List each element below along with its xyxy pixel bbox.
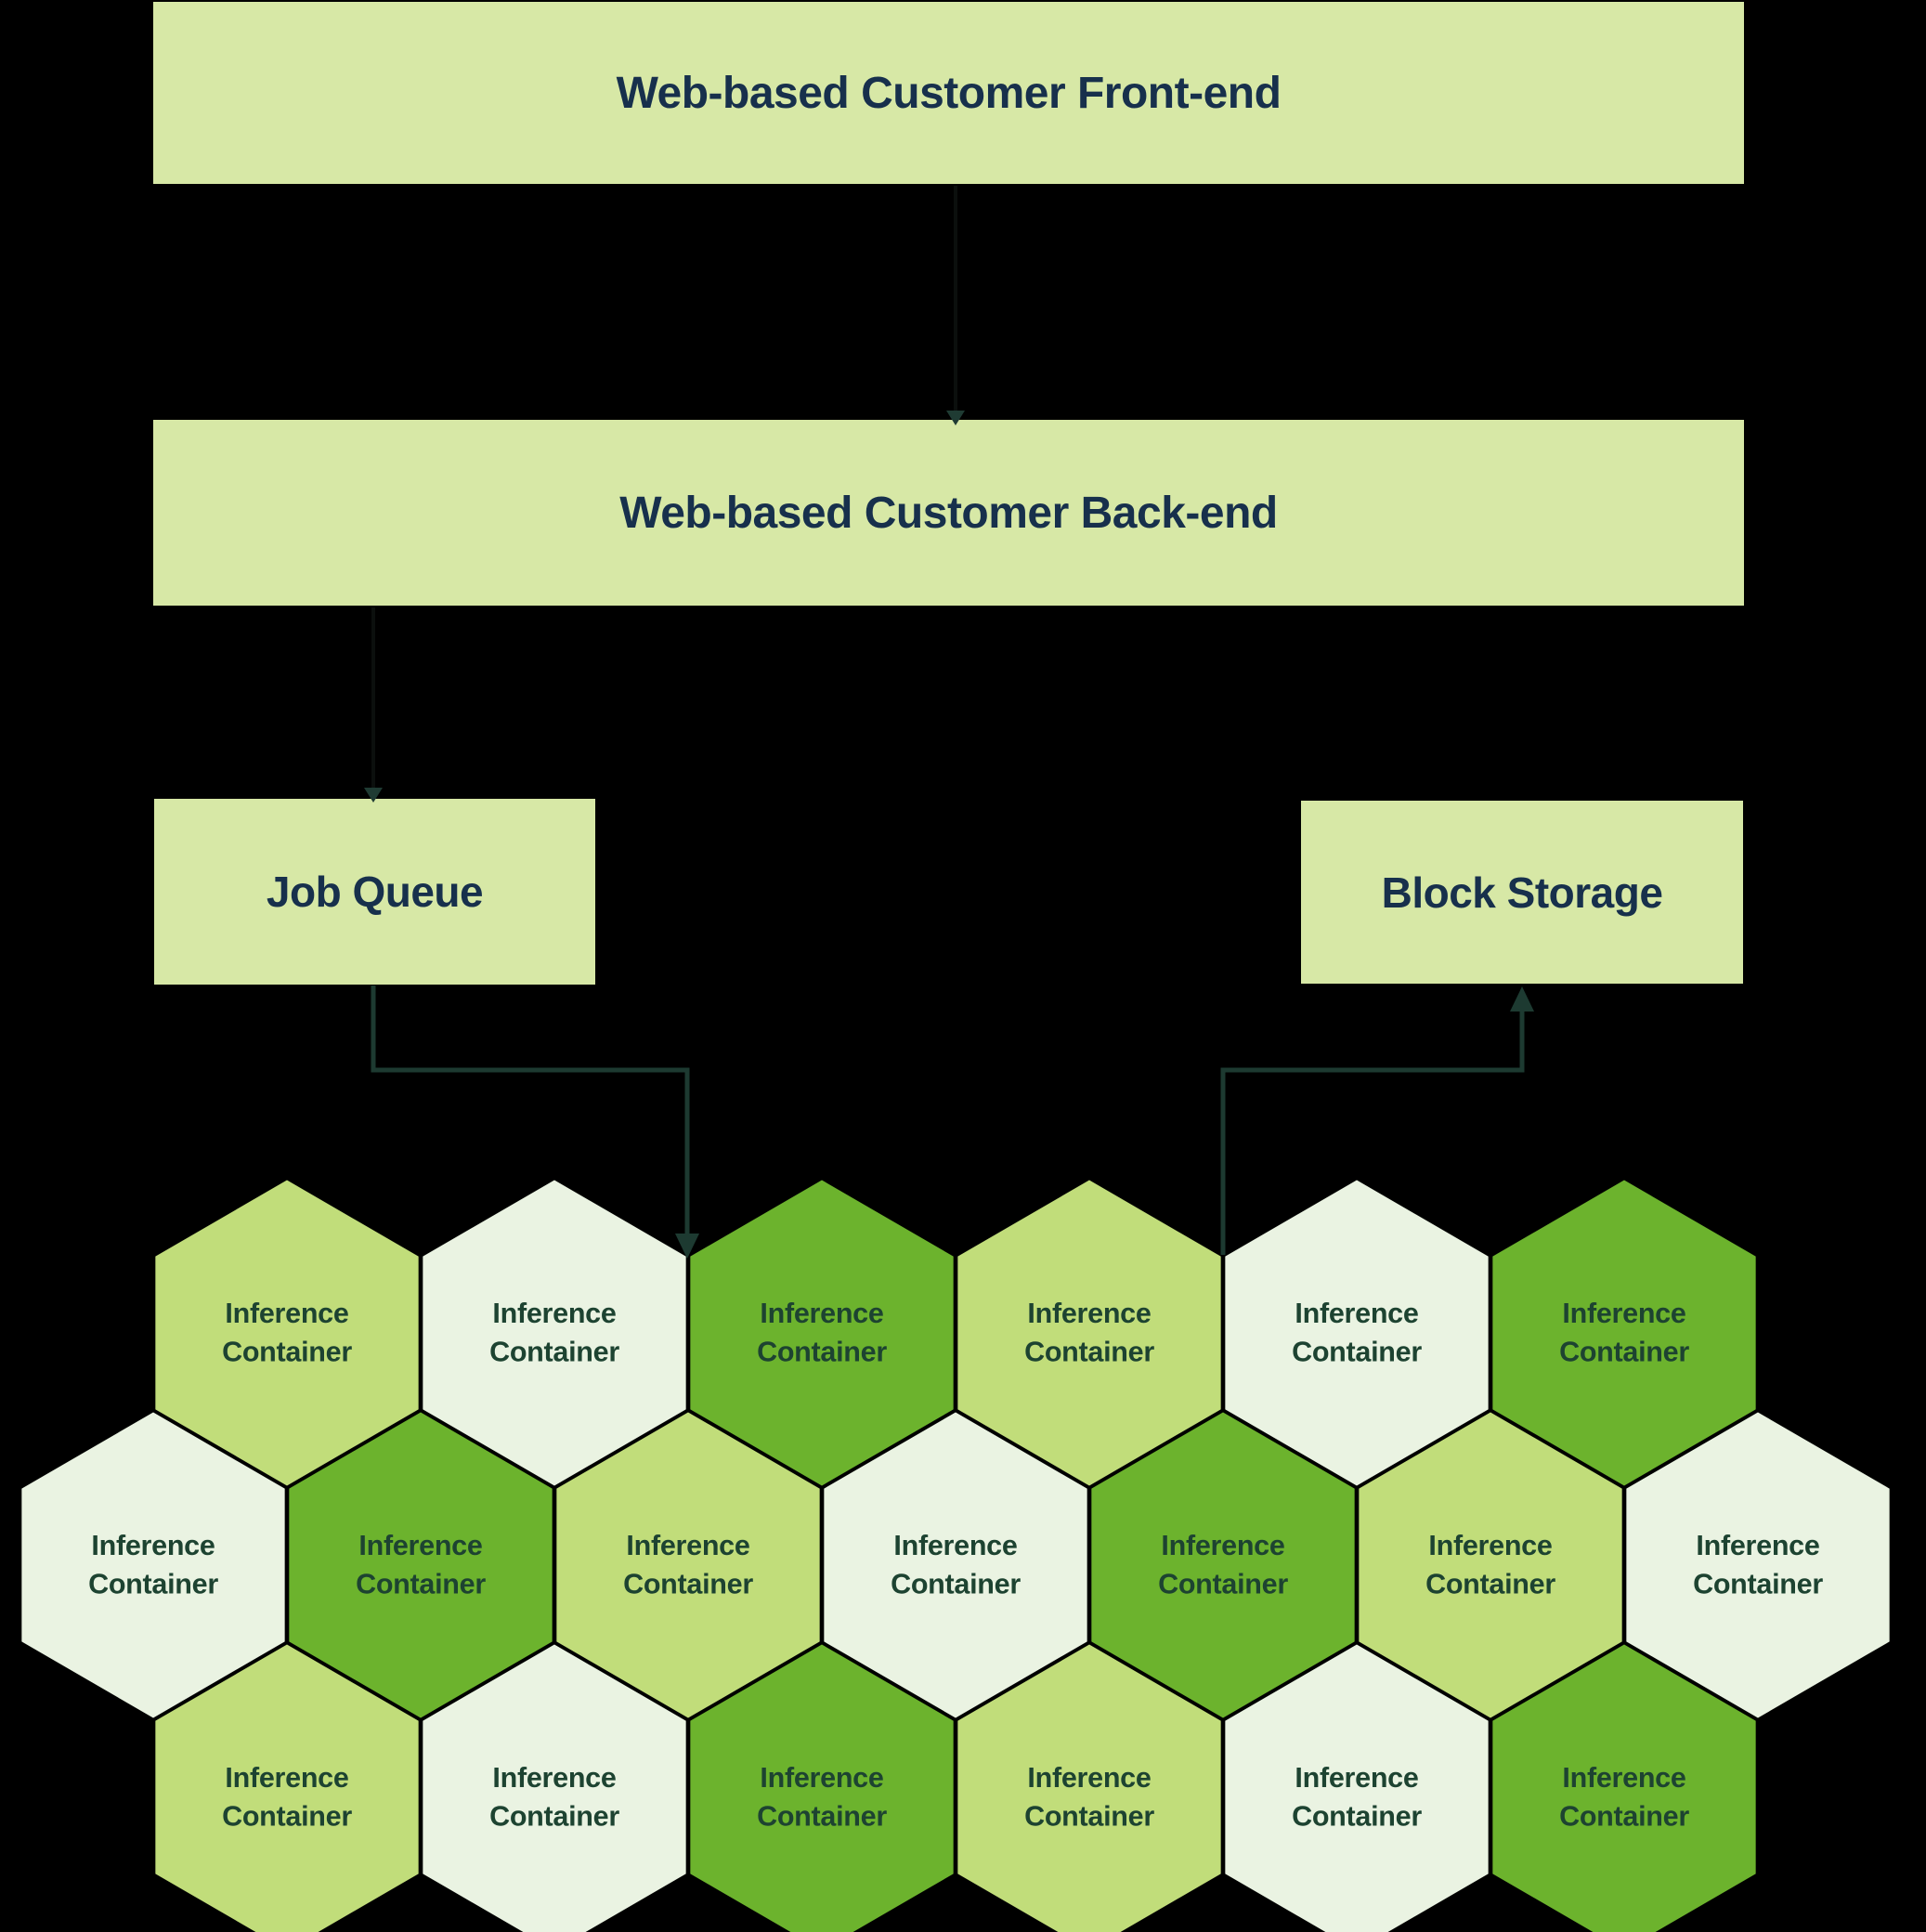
job-queue-box: Job Queue xyxy=(154,799,595,985)
hexagon-label: Container xyxy=(1158,1567,1288,1600)
hexagon-label: Container xyxy=(356,1567,486,1600)
hexagon-label: Container xyxy=(1425,1567,1555,1600)
hexagon-label: Container xyxy=(1559,1335,1689,1368)
hexagon-label: Inference xyxy=(1562,1297,1686,1330)
hexagon-label: Container xyxy=(1693,1567,1823,1600)
hexagon-label: Inference xyxy=(760,1297,884,1330)
arrow-frontend-to-backend xyxy=(946,186,965,425)
hexagon-label: Inference xyxy=(225,1297,349,1330)
web-frontend-box: Web-based Customer Front-end xyxy=(153,2,1744,184)
hexagon-label: Inference xyxy=(1562,1761,1686,1795)
hexagon-label: Inference xyxy=(1295,1761,1419,1795)
hexagon-label: Container xyxy=(1559,1799,1689,1833)
hexagon-label: Container xyxy=(1292,1335,1422,1368)
hexagon-label: Inference xyxy=(1027,1761,1152,1795)
hexagon-label: Container xyxy=(757,1799,887,1833)
hexagon-label: Container xyxy=(222,1799,352,1833)
hexagon-label: Inference xyxy=(893,1529,1018,1562)
hexagon-label: Container xyxy=(1024,1335,1154,1368)
hexagon-label: Container xyxy=(757,1335,887,1368)
hexagon-label: Container xyxy=(891,1567,1021,1600)
hexagon-label: Inference xyxy=(760,1761,884,1795)
web-backend-box: Web-based Customer Back-end xyxy=(153,420,1744,606)
hexagon-label: Container xyxy=(489,1335,619,1368)
arrow-backend-to-jobqueue xyxy=(364,607,383,803)
job-queue-label: Job Queue xyxy=(266,868,484,916)
hexagon-label: Inference xyxy=(1161,1529,1285,1562)
web-frontend-label: Web-based Customer Front-end xyxy=(616,68,1282,118)
hexagon-label: Inference xyxy=(1428,1529,1553,1562)
hexagon-label: Container xyxy=(489,1799,619,1833)
hexagon-label: Container xyxy=(623,1567,753,1600)
hexagon-label: Container xyxy=(88,1567,218,1600)
hexagon-label: Inference xyxy=(1696,1529,1820,1562)
hexagon-label: Inference xyxy=(492,1297,617,1330)
hexagon-label: Inference xyxy=(225,1761,349,1795)
hexagon-label: Inference xyxy=(1295,1297,1419,1330)
hexagon-label: Container xyxy=(1024,1799,1154,1833)
hexagon-label: Inference xyxy=(626,1529,750,1562)
hexagon-label: Container xyxy=(1292,1799,1422,1833)
hexagon-label: Inference xyxy=(358,1529,483,1562)
hexagon-label: Container xyxy=(222,1335,352,1368)
block-storage-label: Block Storage xyxy=(1381,868,1663,917)
hexagon-label: Inference xyxy=(91,1529,215,1562)
web-backend-label: Web-based Customer Back-end xyxy=(619,488,1278,538)
block-storage-box: Block Storage xyxy=(1301,801,1743,984)
hexagon-label: Inference xyxy=(1027,1297,1152,1330)
hexagon-label: Inference xyxy=(492,1761,617,1795)
